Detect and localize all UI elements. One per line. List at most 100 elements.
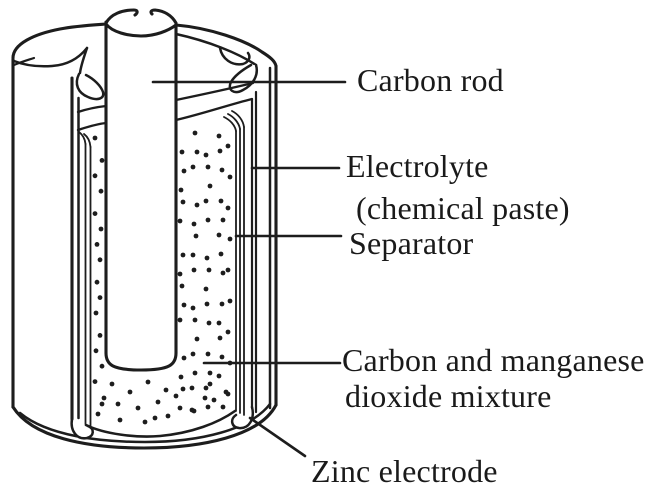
mixture-dot <box>211 397 217 403</box>
mixture-dot <box>203 198 209 204</box>
mixture-dot <box>227 236 233 242</box>
mixture-dot <box>94 242 100 247</box>
label-separator: Separator <box>349 225 474 261</box>
label-zinc-electrode: Zinc electrode <box>311 453 498 489</box>
mixture-dot <box>189 385 195 391</box>
mixture-dot <box>101 395 107 401</box>
seal-band-left-bottom <box>76 121 108 132</box>
seal-band <box>76 81 255 132</box>
mixture-dot <box>163 387 169 393</box>
mixture-dot <box>155 399 161 405</box>
mixture-dot <box>205 217 211 223</box>
can-bottom-outer <box>11 403 278 450</box>
label-electrolyte-paste: (chemical paste) <box>356 190 570 226</box>
mixture-dot <box>206 320 212 326</box>
rim-curl-bulge-right <box>218 46 251 66</box>
interior-bottom <box>84 409 237 438</box>
carbon-rod-shape <box>104 8 178 372</box>
separator-fold-left-1 <box>78 131 87 145</box>
mixture-dot <box>180 199 186 205</box>
mixture-dot <box>190 305 196 311</box>
mixture-dot <box>98 226 104 232</box>
label-mixture-line1: Carbon and manganese <box>342 342 645 378</box>
mixture-dot <box>99 401 105 407</box>
mixture-dot <box>92 173 98 179</box>
mixture-dot <box>190 164 196 170</box>
mixture-dot <box>203 286 209 292</box>
separator-fold-right-1 <box>231 110 245 128</box>
mixture-dot <box>189 407 195 413</box>
mixture-dot <box>115 401 121 407</box>
mixture-dot <box>173 393 179 399</box>
mixture-dot <box>178 374 184 380</box>
mixture-dot <box>216 232 222 238</box>
mixture-dot <box>99 158 105 163</box>
electrolyte-lines <box>250 90 258 414</box>
seal-band-left-top <box>76 104 108 114</box>
mixture-dot <box>165 413 171 419</box>
mixture-dot <box>194 336 200 342</box>
rim-inner-right <box>174 32 258 67</box>
cut-curl-top-left <box>75 72 105 101</box>
mixture-dot <box>97 295 103 300</box>
mixture-dot <box>192 370 198 376</box>
mixture-dot <box>225 143 231 149</box>
mixture-dot <box>152 415 158 421</box>
mixture-dot <box>218 251 224 257</box>
mixture-dot <box>217 335 223 341</box>
rod-top-back-right <box>149 8 178 25</box>
mixture-dot <box>219 167 225 173</box>
seal-band-right-bottom <box>174 97 254 122</box>
mixture-dot <box>219 354 225 360</box>
mixture-dot <box>192 130 198 136</box>
mixture-dot <box>142 419 148 425</box>
mixture-dot <box>216 373 222 379</box>
separator-fold-right-2 <box>227 113 241 130</box>
mixture-dot <box>192 317 198 323</box>
mixture-dot <box>93 310 99 316</box>
mixture-dot <box>207 381 213 387</box>
mixture-dot <box>225 267 231 273</box>
mixture-dot <box>145 379 151 385</box>
mixture-dot <box>203 385 209 391</box>
separator-lines <box>78 110 245 428</box>
mixture-dot <box>177 218 183 224</box>
mixture-dot <box>135 405 141 411</box>
mixture-dot <box>92 379 98 384</box>
zinc-can-outline <box>11 22 278 450</box>
rim-outer-left <box>11 22 108 60</box>
mixture-dot <box>204 301 210 307</box>
mixture-dot <box>95 411 101 417</box>
mixture-dot <box>205 164 211 170</box>
mixture-dot <box>206 267 212 273</box>
mixture-dot <box>177 317 183 323</box>
mixture-dot <box>179 283 185 289</box>
mixture-dot <box>179 149 185 155</box>
cut-curl-top-right <box>228 63 258 94</box>
mixture-dot <box>191 267 197 273</box>
mixture-dot <box>193 233 199 239</box>
mixture-dot <box>181 302 187 308</box>
mixture-dot <box>223 389 229 395</box>
mixture-dot <box>180 252 186 258</box>
mixture-dot <box>94 279 100 285</box>
rim-inner-left <box>12 46 89 68</box>
mixture-dot <box>205 351 211 357</box>
mixture-dot <box>99 363 105 369</box>
mixture-dot <box>227 298 233 304</box>
mixture-dot <box>191 221 197 227</box>
mixture-dot <box>177 405 183 411</box>
rod-top-back-left <box>104 8 139 25</box>
mixture-dot <box>92 211 98 217</box>
mixture-dot <box>97 333 103 338</box>
mixture-dots <box>92 130 233 425</box>
cut-curl-bottom-right <box>230 405 254 430</box>
mixture-dot <box>216 133 222 139</box>
mixture-dot <box>227 174 233 180</box>
rod-top-front <box>104 22 178 38</box>
mixture-dot <box>190 252 196 258</box>
mixture-dot <box>219 301 225 307</box>
rim-lip-left <box>12 56 36 67</box>
